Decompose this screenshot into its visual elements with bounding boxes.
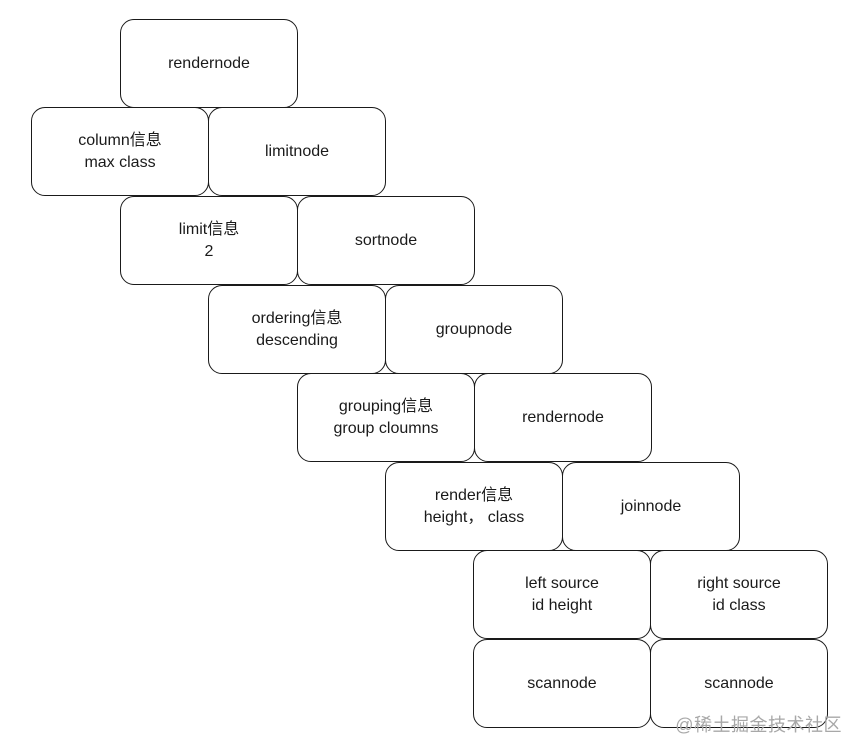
- node-scannode-right: scannode: [650, 639, 828, 728]
- node-label-line: groupnode: [435, 320, 513, 338]
- node-label-line: ordering信息: [251, 309, 343, 327]
- node-label-line: 2: [204, 242, 214, 260]
- node-label-line: rendernode: [168, 54, 250, 72]
- node-limit-info: limit信息 2: [120, 196, 298, 285]
- node-groupnode: groupnode: [385, 285, 563, 374]
- node-left-source: left source id height: [473, 550, 651, 639]
- node-rendernode-mid: rendernode: [474, 373, 652, 462]
- node-label-line: max class: [84, 153, 156, 171]
- node-label-line: id height: [531, 596, 593, 614]
- watermark-text: @稀土掘金技术社区: [675, 715, 842, 735]
- node-label-line: rendernode: [522, 408, 604, 426]
- node-ordering-info: ordering信息 descending: [208, 285, 386, 374]
- node-sortnode: sortnode: [297, 196, 475, 285]
- node-label-line: grouping信息: [338, 397, 434, 415]
- node-label-line: id class: [712, 596, 766, 614]
- node-column-info: column信息 max class: [31, 107, 209, 196]
- node-rendernode-top: rendernode: [120, 19, 298, 108]
- node-label-line: render信息: [434, 486, 514, 504]
- node-label-line: scannode: [527, 674, 597, 692]
- node-scannode-left: scannode: [473, 639, 651, 728]
- node-label-line: sortnode: [354, 231, 418, 249]
- node-label-line: limit信息: [178, 220, 240, 238]
- node-label-line: descending: [256, 331, 338, 349]
- node-grouping-info: grouping信息 group cloumns: [297, 373, 475, 462]
- node-label-line: right source: [697, 574, 781, 592]
- node-render-info: render信息 height， class: [385, 462, 563, 551]
- node-label-line: column信息: [78, 131, 162, 149]
- node-label-line: height， class: [423, 508, 525, 526]
- node-label-line: left source: [525, 574, 599, 592]
- node-label-line: joinnode: [620, 497, 682, 515]
- node-joinnode: joinnode: [562, 462, 740, 551]
- node-limitnode: limitnode: [208, 107, 386, 196]
- node-label-line: limitnode: [264, 142, 330, 160]
- node-label-line: group cloumns: [333, 419, 439, 437]
- node-label-line: scannode: [704, 674, 774, 692]
- node-right-source: right source id class: [650, 550, 828, 639]
